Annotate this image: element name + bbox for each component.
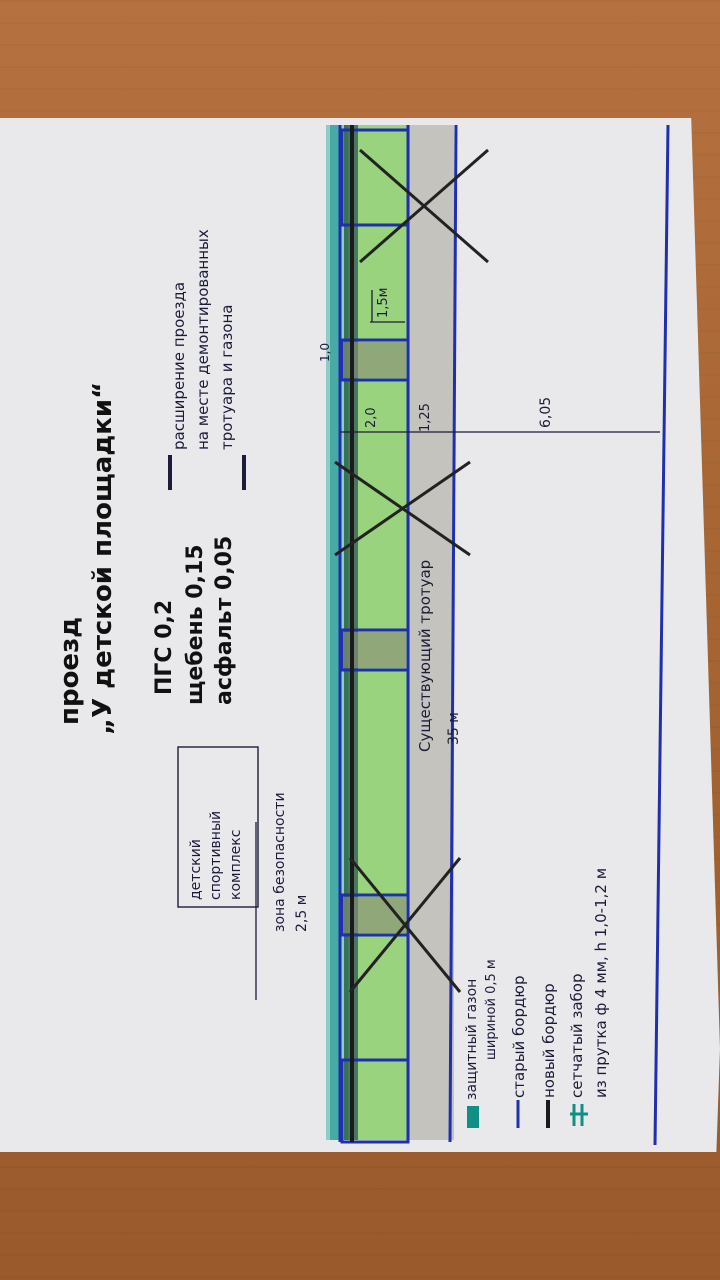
legend-lawn-swatch (467, 1106, 479, 1128)
legend-fence-line-1: сетчатый забор (568, 973, 586, 1098)
dimension-1-5: 1,5м (376, 287, 391, 318)
legend-swatches (467, 1100, 588, 1128)
note-line-3: тротуара и газона (218, 304, 236, 450)
dimension-2-0: 2,0 (364, 407, 379, 428)
sidewalk-strip (410, 125, 454, 1140)
sidewalk-label: Существующий тротуар (416, 559, 434, 752)
safety-zone-label: зона безопасности (272, 792, 288, 932)
complex-line-2: спортивный (208, 810, 224, 900)
title-line-2: „У детской площадки“ (88, 381, 118, 735)
legend-new-curb: новый бордюр (540, 983, 558, 1098)
teal-fence-strip-dark (330, 125, 340, 1140)
dimension-1-25: 1,25 (418, 403, 433, 432)
complex-line-1: детский (188, 839, 204, 900)
note-line-1: расширение проезда (170, 281, 188, 450)
title-line-1: проезд (55, 616, 85, 725)
road-edge-line (448, 124, 458, 1143)
legend-fence-line-2: из прутка ф 4 мм, h 1,0-1,2 м (592, 867, 610, 1098)
complex-box (177, 746, 259, 908)
length-dimension: 35 м (446, 712, 462, 745)
layer-gravel: щебень 0,15 (183, 544, 208, 705)
legend-old-curb: старый бордюр (510, 975, 528, 1098)
dimension-1-0: 1,0 (318, 342, 332, 362)
legend-lawn-line-1: защитный газон (464, 978, 480, 1100)
layer-asphalt: асфальт 0,05 (212, 535, 237, 705)
road-far-edge-line (653, 124, 670, 1146)
layer-pgs: ПГС 0,2 (152, 599, 177, 695)
legend-fence-swatch (570, 1104, 588, 1126)
complex-line-3: комплекс (228, 829, 244, 900)
safety-zone-value: 2,5 м (294, 894, 310, 932)
dimension-6-05: 6,05 (538, 396, 554, 428)
legend-lawn-line-2: шириной 0,5 м (484, 959, 499, 1060)
note-line-2: на месте демонтированных (194, 229, 212, 450)
